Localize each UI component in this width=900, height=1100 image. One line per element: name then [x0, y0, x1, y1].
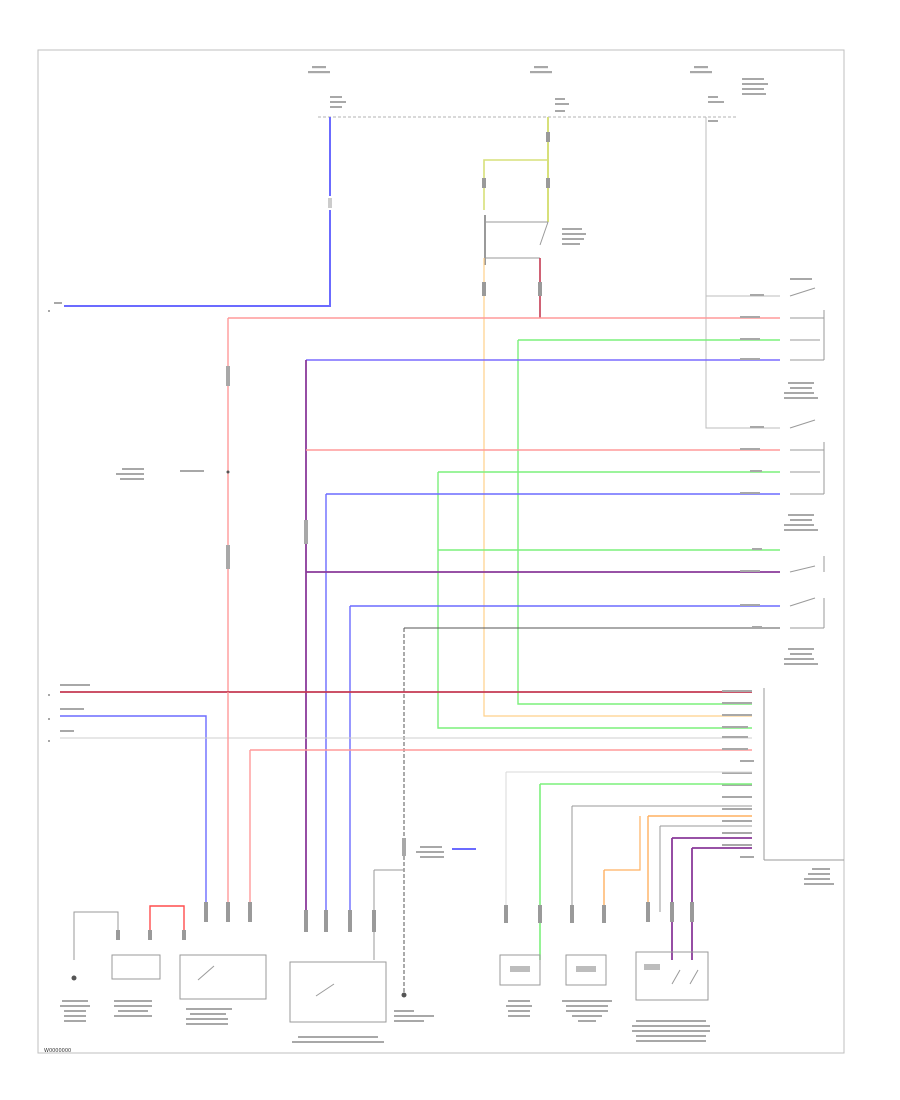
component-switch-assembly: [632, 902, 710, 1042]
ground-point-center: [394, 992, 434, 1022]
wire-gray-right-fuse-2: [705, 296, 780, 429]
wire-blue-left-feed: [64, 117, 331, 307]
ecu-connector: [722, 688, 844, 885]
component-sensor-2: [562, 905, 612, 1022]
wire-green-down: [517, 340, 752, 705]
ground-point-left: [60, 911, 119, 1022]
wire-yellow-green-branch: [483, 159, 548, 210]
diagram-code: W0000000: [44, 1048, 71, 1054]
wire-gray-right-fuse: [705, 117, 780, 297]
component-relay-2: [179, 902, 267, 1025]
switch-upper: [789, 278, 825, 361]
wire-blue-bus: [60, 715, 207, 912]
diagram-frame: [37, 49, 845, 1054]
wire-orange-light-long: [483, 258, 752, 717]
wire-orange-2-top: [604, 816, 641, 871]
component-relay-1: [111, 905, 186, 1017]
switch-middle: [789, 419, 825, 495]
component-sensor-1: [499, 905, 542, 1017]
splice-label-left: [116, 366, 308, 569]
relay-switch-center: [484, 215, 586, 265]
fuse-labels: [308, 66, 768, 122]
splice-label-center: [402, 838, 476, 858]
wire-green-mid-down: [437, 472, 752, 729]
switch-lower: [789, 556, 825, 629]
component-control-module: [289, 910, 387, 1043]
